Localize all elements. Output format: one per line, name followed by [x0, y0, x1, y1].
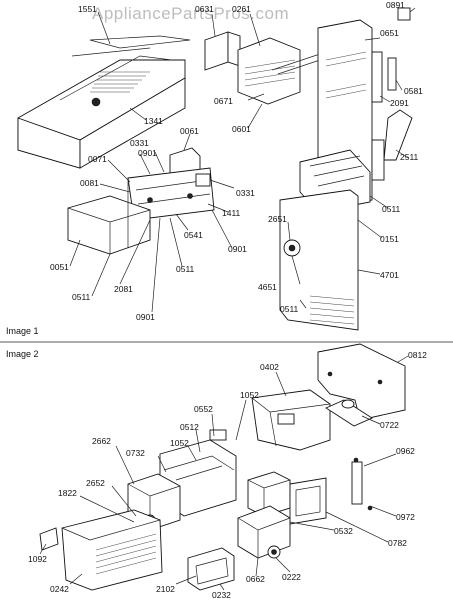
label-1822: 1822 [58, 488, 77, 498]
label-0511-a: 0511 [176, 264, 195, 274]
control-bracket [127, 147, 215, 221]
label-2102: 2102 [156, 584, 175, 594]
label-0222: 0222 [282, 572, 301, 582]
label-0511-c: 0511 [382, 204, 401, 214]
label-0581: 0581 [404, 86, 423, 96]
label-0552: 0552 [194, 404, 213, 414]
label-0541: 0541 [184, 230, 203, 240]
flap-1092 [39, 527, 59, 551]
label-1052-b: 1052 [170, 438, 189, 448]
label-0631: 0631 [195, 4, 214, 14]
label-0901-c: 0901 [136, 312, 155, 322]
label-1551: 1551 [78, 4, 97, 14]
image2-artwork [39, 343, 409, 591]
label-0901-b: 0901 [228, 244, 247, 254]
label-2651: 2651 [268, 214, 287, 224]
label-0402: 0402 [260, 362, 279, 372]
label-0671: 0671 [214, 96, 233, 106]
label-0051: 0051 [50, 262, 69, 272]
label-2081: 2081 [114, 284, 133, 294]
image1-artwork [17, 7, 416, 331]
label-0891: 0891 [386, 0, 405, 10]
image1-caption: Image 1 [6, 326, 39, 336]
label-2091: 2091 [390, 98, 409, 108]
label-0331-a: 0331 [130, 138, 149, 148]
dispenser-housing [67, 178, 151, 255]
label-0812: 0812 [408, 350, 427, 360]
image2-leaders [39, 355, 409, 591]
switch-box [237, 471, 291, 559]
label-0732: 0732 [126, 448, 145, 458]
label-0601: 0601 [232, 124, 251, 134]
label-0331-b: 0331 [236, 188, 255, 198]
image2-caption: Image 2 [6, 349, 39, 359]
label-0261: 0261 [232, 4, 251, 14]
label-4651: 4651 [258, 282, 277, 292]
label-0061: 0061 [180, 126, 199, 136]
ice-maker [204, 31, 327, 105]
frame-0782 [289, 477, 327, 525]
label-1411: 1411 [222, 208, 241, 218]
drip-tray [187, 547, 235, 591]
label-2662: 2662 [92, 436, 111, 446]
label-0722: 0722 [380, 420, 399, 430]
front-cover [61, 509, 163, 591]
label-0232: 0232 [212, 590, 231, 600]
label-0901-a: 0901 [138, 148, 157, 158]
watermark: AppliancePartsPros.com [92, 4, 289, 23]
label-0511-d: 0511 [280, 304, 299, 314]
dispenser-housing-2 [251, 389, 331, 451]
label-1341: 1341 [144, 116, 163, 126]
label-0972: 0972 [396, 512, 415, 522]
label-0511-b: 0511 [72, 292, 91, 302]
label-0532: 0532 [334, 526, 353, 536]
chute-panel [279, 149, 371, 331]
label-0071: 0071 [88, 154, 107, 164]
label-0782: 0782 [388, 538, 407, 548]
label-2511: 2511 [400, 152, 419, 162]
label-0662: 0662 [246, 574, 265, 584]
label-0151: 0151 [380, 234, 399, 244]
label-0512: 0512 [180, 422, 199, 432]
label-0081: 0081 [80, 178, 99, 188]
label-0651: 0651 [380, 28, 399, 38]
image1-labels: 1551 0631 0261 0891 0651 0581 2091 0671 … [50, 0, 423, 322]
label-2652: 2652 [86, 478, 105, 488]
label-1092: 1092 [28, 554, 47, 564]
image1-leaders [69, 7, 416, 313]
label-4701: 4701 [380, 270, 399, 280]
label-0242: 0242 [50, 584, 69, 594]
image2-labels: 0812 0402 1052 0552 0722 2662 0512 1052 … [28, 350, 427, 600]
ice-bucket [17, 35, 191, 169]
label-0962: 0962 [396, 446, 415, 456]
label-1052-a: 1052 [240, 390, 259, 400]
